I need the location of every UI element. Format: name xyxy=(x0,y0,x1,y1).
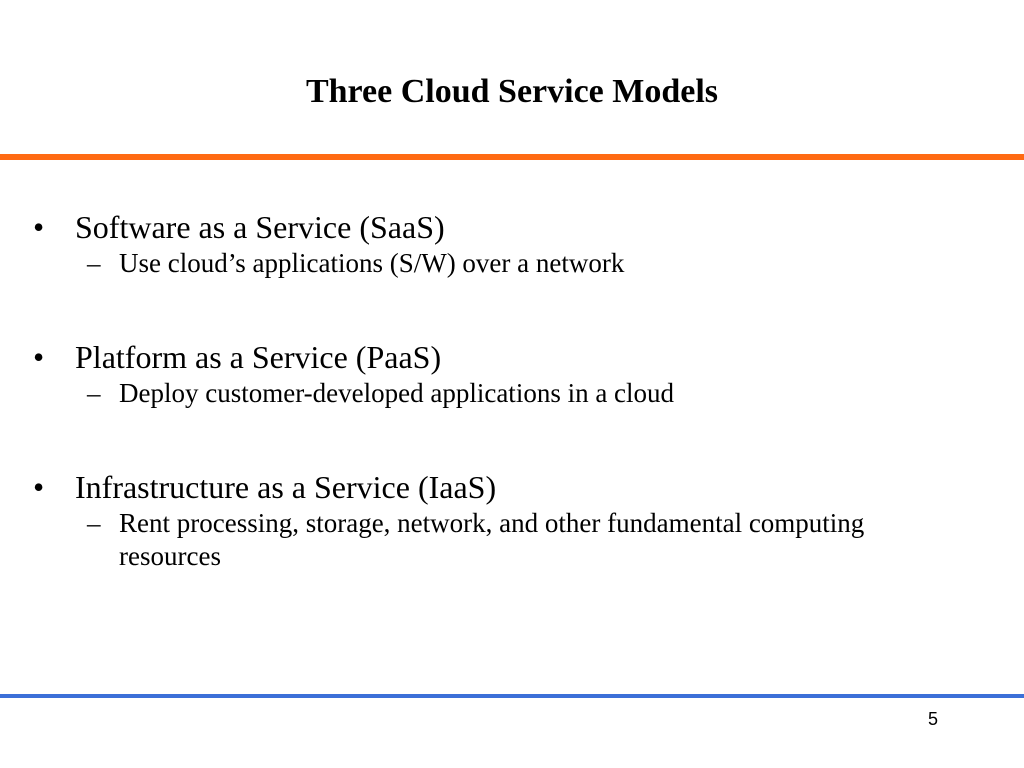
sub-bullet-text-iaas: Rent processing, storage, network, and o… xyxy=(119,508,865,571)
bullet-text-iaas: Infrastructure as a Service (IaaS) xyxy=(75,469,497,505)
bullet-iaas: • Infrastructure as a Service (IaaS) – R… xyxy=(0,467,1024,573)
sub-bullet-text-paas: Deploy customer-developed applications i… xyxy=(119,378,675,408)
sub-bullet-text-saas: Use cloud’s applications (S/W) over a ne… xyxy=(119,248,625,278)
bottom-divider xyxy=(0,694,1024,698)
bullet-marker: • xyxy=(33,339,45,375)
bullet-text-saas: Software as a Service (SaaS) xyxy=(75,209,445,245)
bullet-saas: • Software as a Service (SaaS) – Use clo… xyxy=(0,207,1024,280)
page-number: 5 xyxy=(927,709,938,729)
slide-title: Three Cloud Service Models xyxy=(305,73,719,110)
sub-bullet-marker: – xyxy=(87,508,101,538)
bullet-text-paas: Platform as a Service (PaaS) xyxy=(75,339,442,375)
top-divider xyxy=(0,154,1024,160)
sub-bullet-marker: – xyxy=(87,378,101,408)
sub-bullet-marker: – xyxy=(87,248,101,278)
bullet-marker: • xyxy=(33,209,45,245)
bullet-marker: • xyxy=(33,469,45,505)
bullet-paas: • Platform as a Service (PaaS) – Deploy … xyxy=(0,337,1024,410)
